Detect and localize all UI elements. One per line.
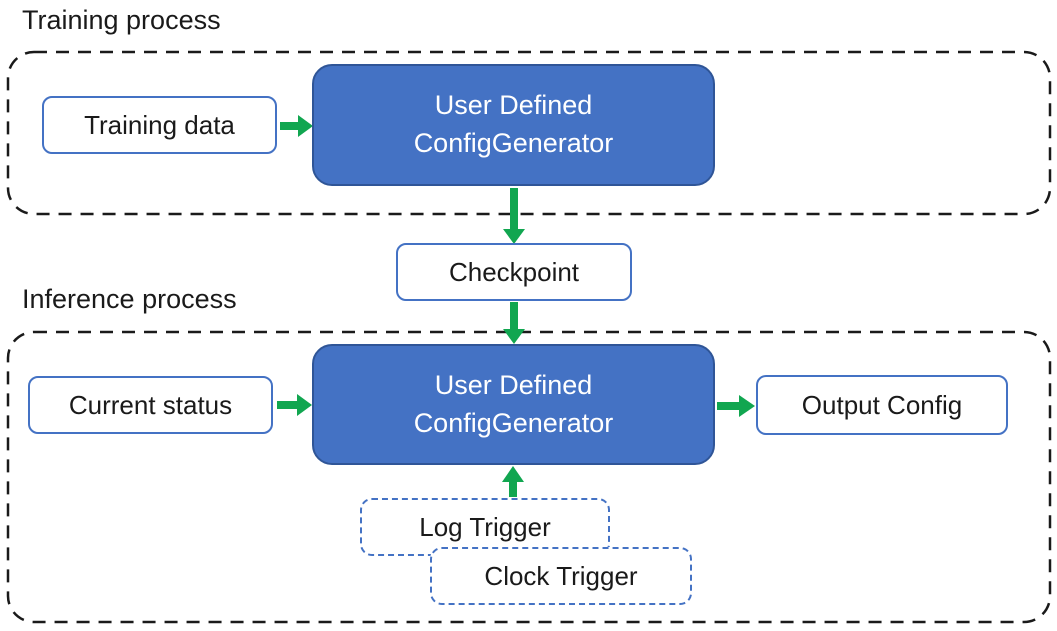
arrow-current-status-to-generator — [277, 394, 312, 416]
training-data-label: Training data — [84, 109, 235, 140]
arrow-generator-to-checkpoint — [503, 188, 525, 244]
arrow-training-data-to-generator — [280, 115, 313, 137]
inference-generator-label-line1: User Defined — [434, 369, 593, 400]
training-generator-label-line1: User Defined — [434, 90, 593, 121]
arrow-checkpoint-to-generator — [503, 302, 525, 344]
training-section-label: Training process — [22, 5, 221, 35]
current-status-label: Current status — [68, 389, 233, 420]
training-config-generator-node: User Defined ConfigGenerator — [312, 64, 715, 186]
output-config-node: Output Config — [756, 375, 1008, 435]
training-generator-label-line2: ConfigGenerator — [413, 128, 614, 158]
output-config-label: Output Config — [801, 389, 963, 420]
arrow-generator-to-output — [717, 395, 755, 417]
checkpoint-node: Checkpoint — [396, 243, 632, 301]
clock-trigger-label: Clock Trigger — [484, 560, 638, 591]
inference-section-label: Inference process — [22, 284, 237, 314]
training-data-node: Training data — [42, 96, 277, 154]
inference-region-frame — [6, 330, 1052, 624]
inference-generator-label-line2: ConfigGenerator — [413, 407, 614, 438]
checkpoint-label: Checkpoint — [448, 256, 580, 287]
arrow-triggers-to-generator — [502, 466, 524, 497]
inference-config-generator-node: User Defined ConfigGenerator — [312, 344, 715, 465]
training-region-frame — [6, 50, 1052, 216]
current-status-node: Current status — [28, 376, 273, 434]
log-trigger-label: Log Trigger — [419, 511, 551, 542]
clock-trigger-node: Clock Trigger — [430, 547, 692, 605]
